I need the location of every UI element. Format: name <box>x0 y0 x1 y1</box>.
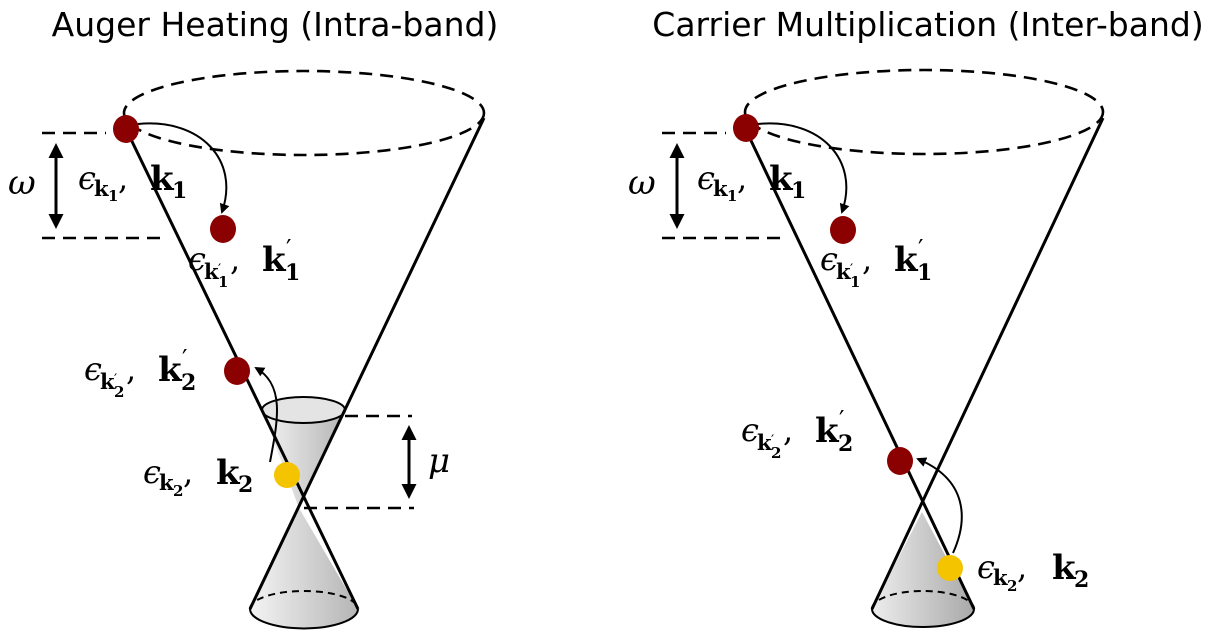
svg-text:2: 2 <box>771 444 781 462</box>
svg-text:k: k <box>1052 548 1077 588</box>
upper-cone-rim <box>122 69 486 157</box>
lower-cone-front-rim <box>871 608 975 628</box>
svg-text:k: k <box>757 430 772 455</box>
svg-text:k: k <box>216 453 241 493</box>
svg-text:2: 2 <box>1007 577 1017 595</box>
svg-text:k: k <box>150 159 175 199</box>
svg-text:ϵ: ϵ <box>143 453 161 491</box>
svg-text:ϵ: ϵ <box>78 159 96 197</box>
label-k1-prime: ϵ k ′ 1 , k ′ 1 <box>188 235 300 291</box>
electron-k1-prime <box>210 215 236 243</box>
svg-text:k: k <box>836 259 851 284</box>
svg-text:,: , <box>230 240 240 278</box>
svg-text:2: 2 <box>838 431 853 457</box>
svg-text:k: k <box>815 411 840 451</box>
electron-k2-prime <box>887 447 913 475</box>
svg-text:,: , <box>783 411 793 449</box>
transition-arrow-k2 <box>916 457 963 554</box>
lower-cone-fill <box>250 508 358 629</box>
cone-line-left <box>743 127 976 610</box>
lower-cone-front-rim <box>249 608 359 630</box>
svg-text:,: , <box>126 350 136 388</box>
svg-text:1: 1 <box>791 178 806 204</box>
label-k1: ϵ k 1 , k 1 <box>78 159 187 205</box>
svg-text:′: ′ <box>850 262 853 278</box>
svg-text:k: k <box>769 159 794 199</box>
svg-text:k: k <box>262 240 287 280</box>
label-k2-prime: ϵ k ′ 2 , k ′ 2 <box>84 345 196 401</box>
svg-text:′: ′ <box>114 372 117 388</box>
label-k2: ϵ k 2 , k 2 <box>143 453 253 500</box>
electron-k1 <box>733 114 759 142</box>
mu-label: μ <box>428 441 450 481</box>
omega-label: ω <box>8 163 36 203</box>
svg-text:ϵ: ϵ <box>977 548 995 586</box>
fermi-surface-ellipse <box>261 396 346 424</box>
svg-text:k: k <box>100 369 115 394</box>
fermi-cone-fill <box>262 410 345 508</box>
label-k2-prime: ϵ k ′ 2 , k ′ 2 <box>741 406 853 462</box>
panel-title: Auger Heating (Intra-band) <box>52 5 499 44</box>
svg-text:k: k <box>94 176 109 201</box>
svg-text:ϵ: ϵ <box>84 350 102 388</box>
svg-text:′: ′ <box>918 235 923 263</box>
svg-text:,: , <box>183 453 193 491</box>
svg-text:1: 1 <box>850 273 860 291</box>
svg-text:′: ′ <box>182 345 187 373</box>
cone-line-right <box>248 117 486 610</box>
svg-text:1: 1 <box>917 260 932 286</box>
svg-text:′: ′ <box>286 235 291 263</box>
svg-text:2: 2 <box>114 383 124 401</box>
svg-text:k: k <box>713 176 728 201</box>
cone-line-right <box>870 117 1105 610</box>
panel-title: Carrier Multiplication (Inter-band) <box>652 5 1203 44</box>
svg-text:2: 2 <box>238 472 253 498</box>
svg-text:ϵ: ϵ <box>697 159 715 197</box>
svg-text:1: 1 <box>285 260 300 286</box>
panel-carrier-multiplication: Carrier Multiplication (Inter-band) ω ϵ … <box>628 5 1204 628</box>
svg-text:′: ′ <box>771 433 774 449</box>
panel-auger-heating: Auger Heating (Intra-band) ω μ <box>8 5 499 630</box>
svg-text:′: ′ <box>218 262 221 278</box>
svg-text:k: k <box>894 240 919 280</box>
transition-arrow-k2 <box>254 366 279 463</box>
svg-text:,: , <box>1017 548 1027 586</box>
svg-text:,: , <box>737 159 747 197</box>
svg-text:,: , <box>118 159 128 197</box>
svg-text:,: , <box>862 240 872 278</box>
electron-k2 <box>274 462 300 488</box>
electron-k1 <box>113 115 139 143</box>
svg-text:′: ′ <box>839 406 844 434</box>
electron-k2-prime <box>224 357 250 385</box>
label-k1-prime: ϵ k ′ 1 , k ′ 1 <box>820 235 932 291</box>
label-k2: ϵ k 2 , k 2 <box>977 548 1089 595</box>
svg-text:1: 1 <box>172 178 187 204</box>
svg-text:1: 1 <box>108 187 118 205</box>
electron-k2 <box>937 555 963 581</box>
electron-k1-prime <box>830 216 856 244</box>
svg-text:ϵ: ϵ <box>188 240 206 278</box>
omega-label: ω <box>628 163 656 203</box>
svg-text:k: k <box>204 259 219 284</box>
svg-text:k: k <box>158 350 183 390</box>
svg-text:2: 2 <box>173 482 183 500</box>
svg-text:k: k <box>993 565 1008 590</box>
svg-text:k: k <box>159 470 174 495</box>
svg-text:ϵ: ϵ <box>741 411 759 449</box>
svg-text:1: 1 <box>218 273 228 291</box>
label-k1: ϵ k 1 , k 1 <box>697 159 806 205</box>
svg-text:ϵ: ϵ <box>820 240 838 278</box>
transition-arrow-k1 <box>137 122 230 214</box>
lower-cone-fill <box>872 512 974 628</box>
upper-cone-rim <box>743 68 1105 156</box>
svg-text:2: 2 <box>181 370 196 396</box>
svg-text:2: 2 <box>1074 567 1089 593</box>
transition-arrow-k1 <box>757 122 850 214</box>
svg-text:1: 1 <box>727 187 737 205</box>
